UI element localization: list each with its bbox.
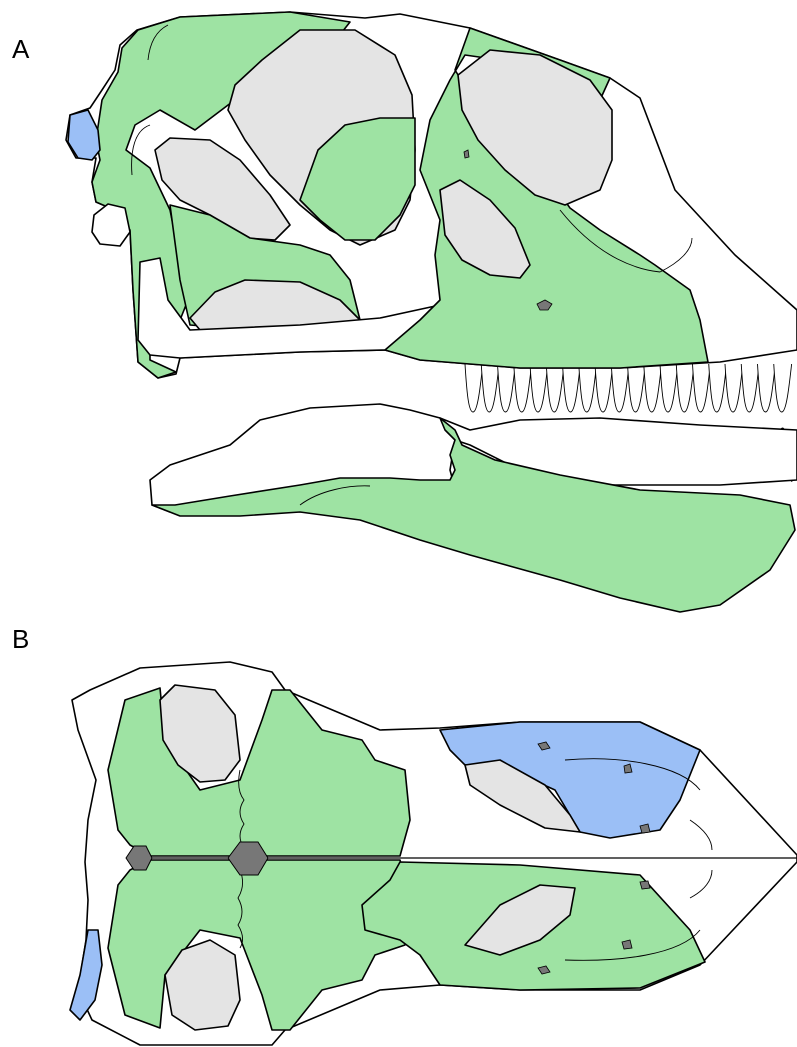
tooth-icon bbox=[498, 364, 516, 412]
tooth-icon bbox=[628, 364, 646, 412]
tooth-icon bbox=[758, 364, 776, 412]
tooth-icon bbox=[563, 364, 581, 412]
upper-teeth-row bbox=[465, 364, 792, 412]
skull-lateral-view bbox=[66, 12, 797, 612]
tooth-icon bbox=[741, 364, 759, 412]
tooth-icon bbox=[676, 364, 694, 412]
tooth-icon bbox=[644, 364, 662, 412]
foramen-icon bbox=[622, 940, 632, 949]
tooth-icon bbox=[530, 364, 548, 412]
tooth-icon bbox=[579, 364, 597, 412]
tooth-icon bbox=[660, 364, 678, 412]
foramen-icon bbox=[640, 881, 650, 889]
foramen-icon bbox=[464, 150, 469, 158]
foramen-icon bbox=[640, 824, 650, 833]
tooth-icon bbox=[514, 364, 532, 412]
skull-dorsal-view bbox=[70, 662, 797, 1045]
tooth-icon bbox=[725, 364, 743, 412]
tooth-icon bbox=[546, 364, 564, 412]
tooth-icon bbox=[709, 364, 727, 412]
tooth-icon bbox=[693, 364, 711, 412]
occipital-condyle bbox=[92, 204, 130, 246]
tooth-icon bbox=[595, 364, 613, 412]
tooth-icon bbox=[465, 364, 483, 412]
tooth-icon bbox=[611, 364, 629, 412]
tooth-icon bbox=[774, 364, 792, 412]
tooth-icon bbox=[481, 364, 499, 412]
